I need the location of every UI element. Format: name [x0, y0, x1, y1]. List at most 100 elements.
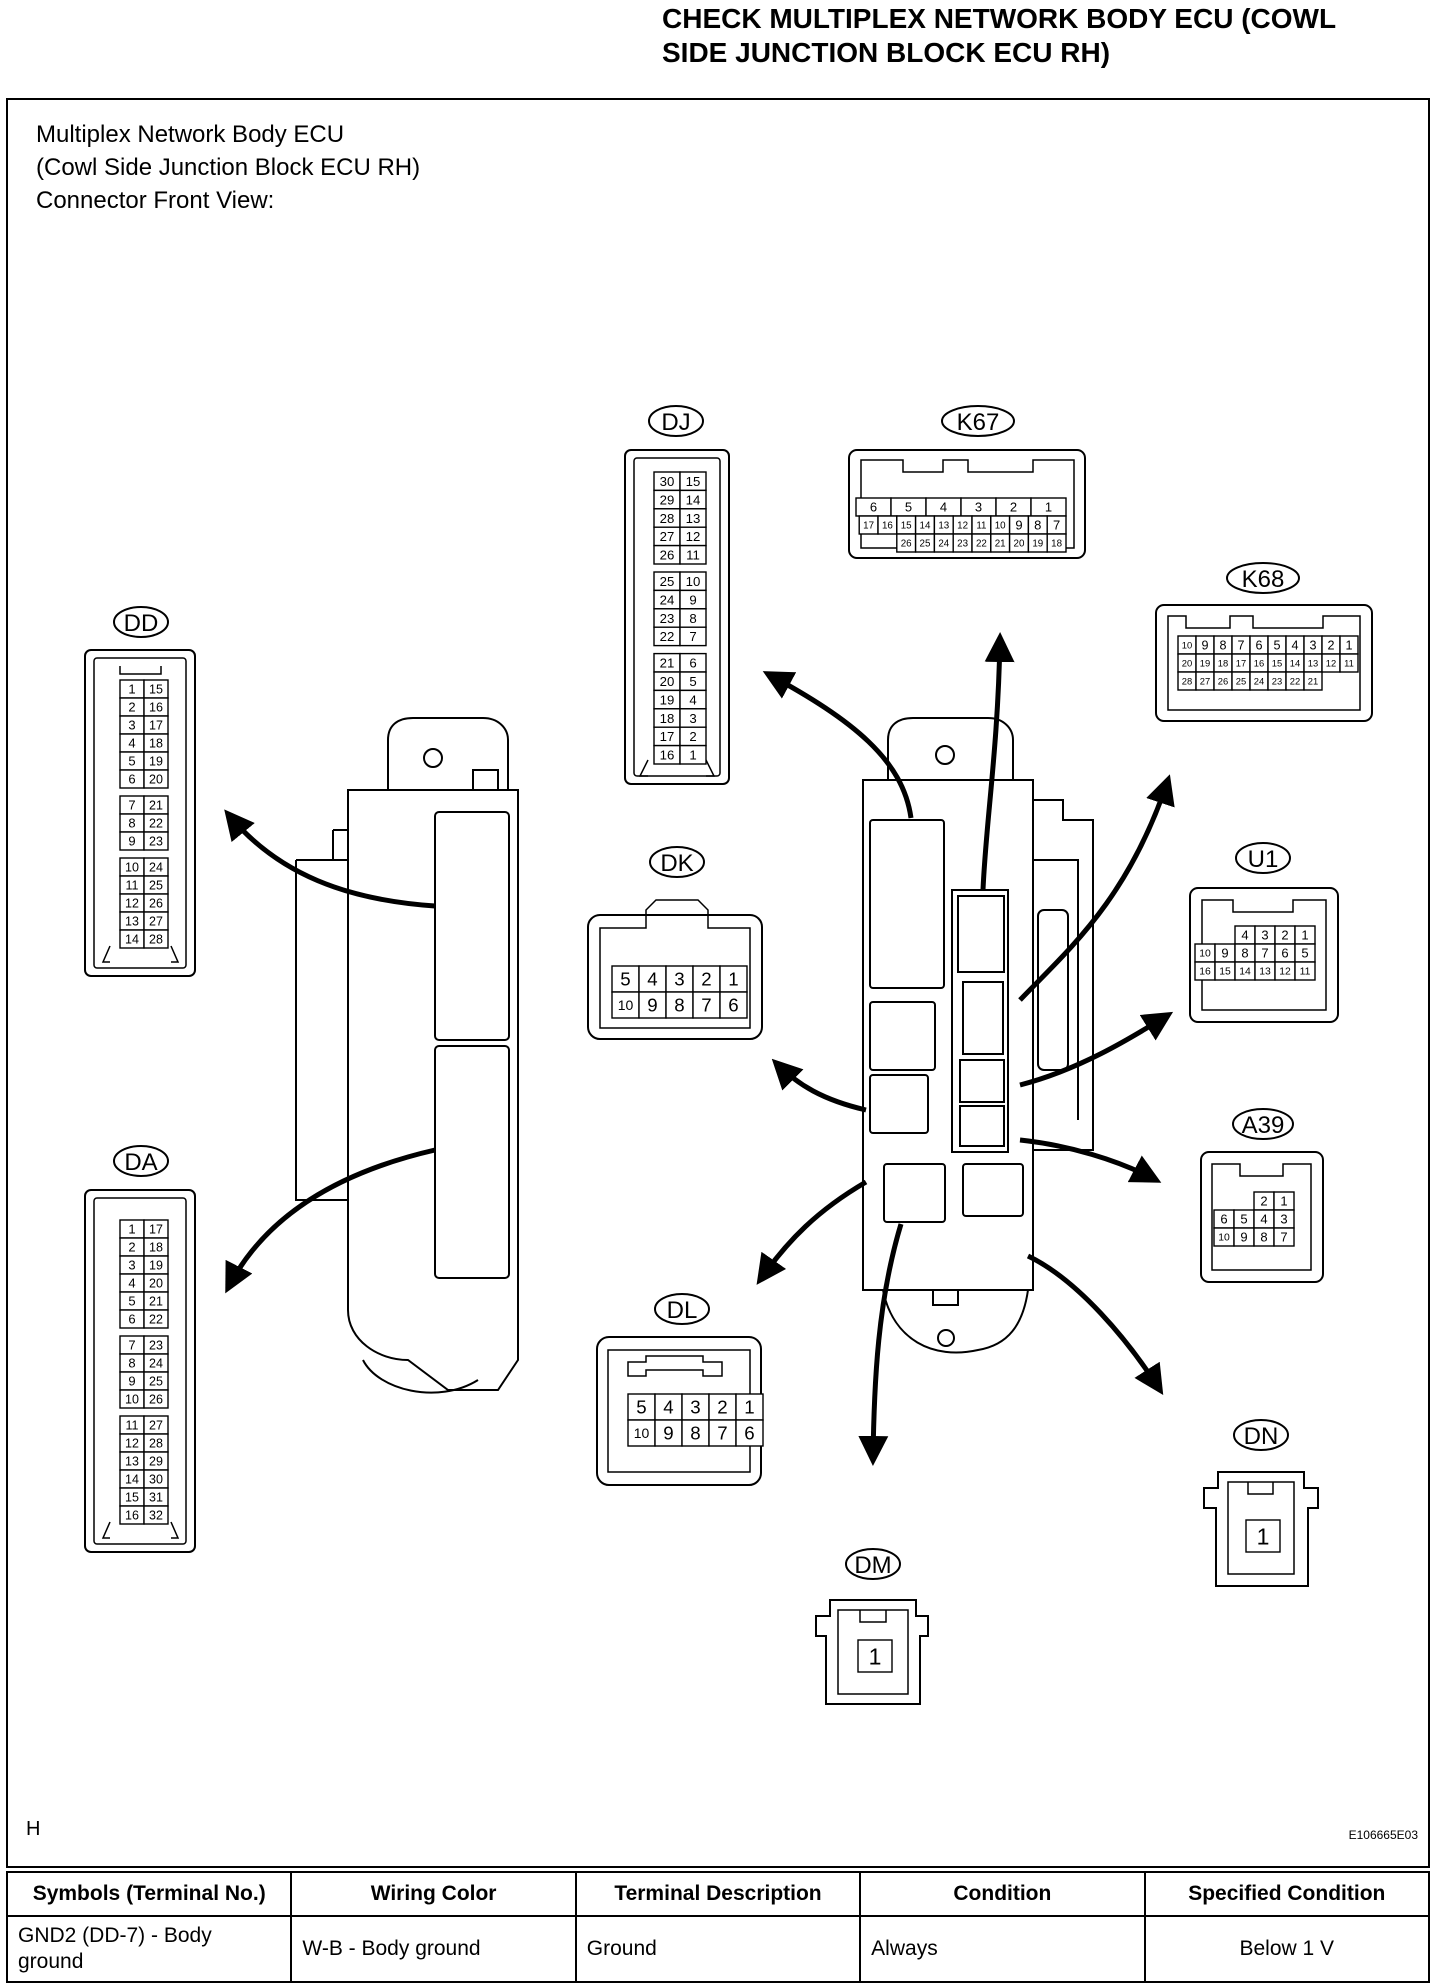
arrow-to-dk: [771, 1058, 867, 1113]
terminal-number: 22: [1290, 675, 1300, 686]
terminal-number: 3: [690, 1397, 700, 1418]
terminal-number: 20: [1014, 539, 1025, 550]
terminal-cell: [719, 991, 748, 1019]
cell-symbols: GND2 (DD-7) - Body ground: [5, 1915, 293, 1983]
terminal-number: 32: [149, 1508, 163, 1522]
terminal-number: 24: [938, 539, 949, 550]
terminal-number: 27: [149, 914, 163, 928]
terminal-number: 2: [128, 700, 135, 715]
terminal-number: 10: [125, 1392, 139, 1406]
terminal-number: 1: [728, 969, 738, 990]
connector-dj-label-ellipse: [648, 405, 704, 437]
terminal-number: 4: [689, 692, 696, 707]
terminal-number: 4: [940, 500, 947, 515]
page-heading-line-2: SIDE JUNCTION BLOCK ECU RH): [662, 37, 1111, 68]
terminal-number: 8: [1034, 518, 1041, 533]
terminal-number: 8: [128, 1356, 135, 1371]
connector-k68-label-ellipse: [1226, 562, 1300, 594]
terminal-number: 3: [689, 711, 696, 726]
terminal-number: 17: [149, 1222, 163, 1236]
socket-dn: [962, 1163, 1024, 1217]
terminal-number: 2: [689, 729, 696, 744]
terminal-number: 17: [1236, 657, 1246, 668]
terminal-number: 2: [1260, 1194, 1267, 1209]
connector-dm-label-ellipse: [845, 1548, 901, 1580]
terminal-number: 27: [1200, 675, 1210, 686]
connector-u1-housing: [1189, 887, 1339, 1023]
terminal-number: 12: [686, 529, 701, 544]
connector-u1-label: U1: [1248, 846, 1279, 873]
intro-line-3: Connector Front View:: [36, 187, 275, 214]
terminal-number: 9: [1240, 1230, 1247, 1245]
terminal-number: 5: [636, 1397, 646, 1418]
terminal-number: 14: [686, 492, 701, 507]
terminal-number: 8: [128, 816, 135, 831]
terminal-number: 3: [1309, 639, 1316, 653]
page-heading-line-1: CHECK MULTIPLEX NETWORK BODY ECU (COWL: [662, 3, 1337, 34]
terminal-number: 16: [149, 700, 163, 714]
terminal-number: 24: [660, 592, 675, 607]
arrow-to-dm: [858, 1223, 904, 1466]
terminal-number: 22: [976, 539, 987, 550]
connector-dm: DM 1: [815, 1548, 929, 1705]
connector-dm-label: DM: [854, 1552, 891, 1579]
terminal-number: 2: [1010, 500, 1017, 515]
socket-u1: [959, 1059, 1005, 1103]
table-row: GND2 (DD-7) - Body ground W-B - Body gro…: [5, 1915, 1431, 1983]
terminal-number: 31: [149, 1490, 163, 1504]
terminal-number: 1: [1345, 639, 1352, 653]
terminal-number: 8: [689, 611, 696, 626]
terminal-number: 3: [674, 969, 684, 990]
terminal-number: 4: [663, 1397, 673, 1418]
terminal-cell: [679, 544, 707, 565]
arrow-to-u1: [1019, 1011, 1174, 1088]
page-heading: CHECK MULTIPLEX NETWORK BODY ECU (COWL S…: [662, 2, 1432, 70]
terminal-number: 30: [660, 474, 675, 489]
intro-line-1: Multiplex Network Body ECU: [36, 121, 345, 148]
connector-da-label: DA: [124, 1149, 157, 1176]
terminal-number: 7: [1261, 946, 1268, 961]
terminal-number: 7: [1280, 1230, 1287, 1245]
connector-k67-label-ellipse: [941, 405, 1015, 437]
terminal-number: 4: [128, 736, 135, 751]
terminal-number: 7: [717, 1423, 727, 1444]
terminal-number: 5: [128, 1294, 135, 1309]
left-ecu-socket-lower: [434, 1045, 510, 1279]
terminal-cell: [665, 991, 694, 1019]
terminal-number: 17: [863, 521, 874, 532]
connector-k67-label: K67: [957, 409, 1000, 436]
right-ecu-body: [862, 717, 1094, 1354]
terminal-number: 10: [634, 1425, 650, 1441]
terminal-number: 26: [1218, 675, 1228, 686]
terminal-number: 1: [689, 748, 696, 763]
terminal-number: 1: [128, 682, 135, 697]
terminal-number: 15: [149, 682, 163, 696]
left-ecu-body: [295, 717, 519, 1394]
terminal-number: 29: [149, 1454, 163, 1468]
terminal-number: 29: [660, 492, 675, 507]
terminal-number: 24: [149, 860, 163, 874]
terminal-number: 2: [1281, 928, 1288, 943]
socket-k67: [957, 895, 1005, 973]
terminal-number: 18: [660, 711, 675, 726]
terminal-cell: [143, 929, 169, 949]
terminal-number: 13: [1308, 657, 1318, 668]
terminal-number: 11: [976, 521, 986, 532]
terminal-number: 18: [1218, 657, 1228, 668]
intro-line-2: (Cowl Side Junction Block ECU RH): [36, 154, 421, 181]
terminal-number: 3: [975, 500, 982, 515]
terminal-number: 13: [125, 1454, 139, 1468]
terminal-number: 10: [1218, 1233, 1230, 1244]
terminal-number: 1: [1280, 1194, 1287, 1209]
terminal-number: 11: [126, 1418, 139, 1432]
terminal-number: 5: [905, 500, 912, 515]
connector-dd-housing: [84, 649, 196, 977]
